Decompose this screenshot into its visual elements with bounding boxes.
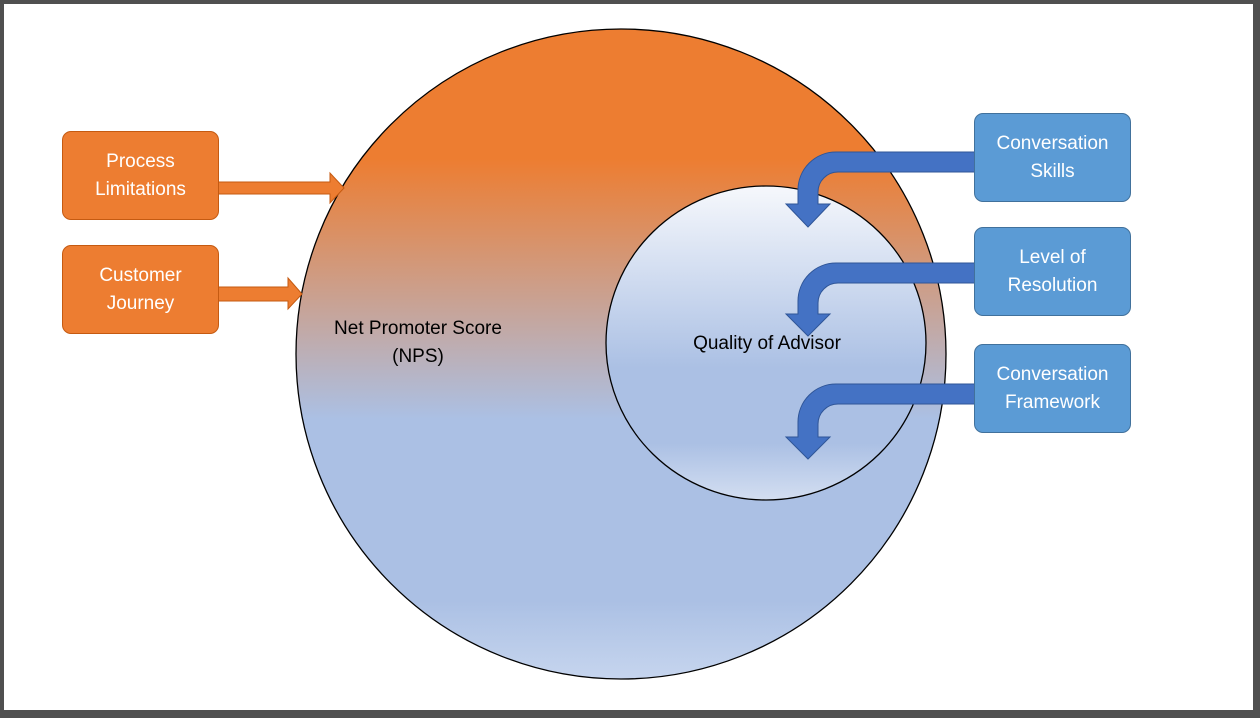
conversation-framework-arrow — [784, 383, 976, 460]
conversation-skills-arrow — [784, 151, 976, 228]
quality-of-advisor-label: Quality of Advisor — [693, 333, 841, 354]
customer-journey-box: Customer Journey — [62, 245, 219, 334]
level-of-resolution-arrow — [784, 262, 976, 337]
conversation-framework-box: Conversation Framework — [974, 344, 1131, 433]
process-limitations-arrow — [217, 171, 345, 205]
customer-journey-arrow — [217, 276, 303, 311]
nps-label: Net Promoter Score (NPS) — [334, 318, 502, 367]
conversation-skills-box: Conversation Skills — [974, 113, 1131, 202]
level-of-resolution-box: Level of Resolution — [974, 227, 1131, 316]
process-limitations-box: Process Limitations — [62, 131, 219, 220]
